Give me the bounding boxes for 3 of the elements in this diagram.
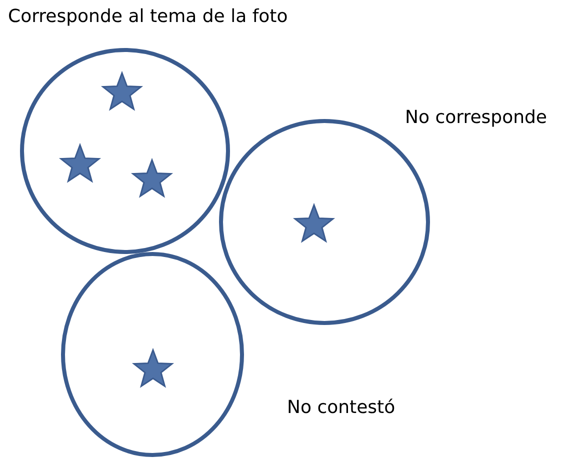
category-heading: No contestó	[287, 397, 396, 418]
category-heading: Corresponde al tema de la foto	[8, 6, 288, 27]
category-heading: No corresponde	[405, 107, 547, 128]
